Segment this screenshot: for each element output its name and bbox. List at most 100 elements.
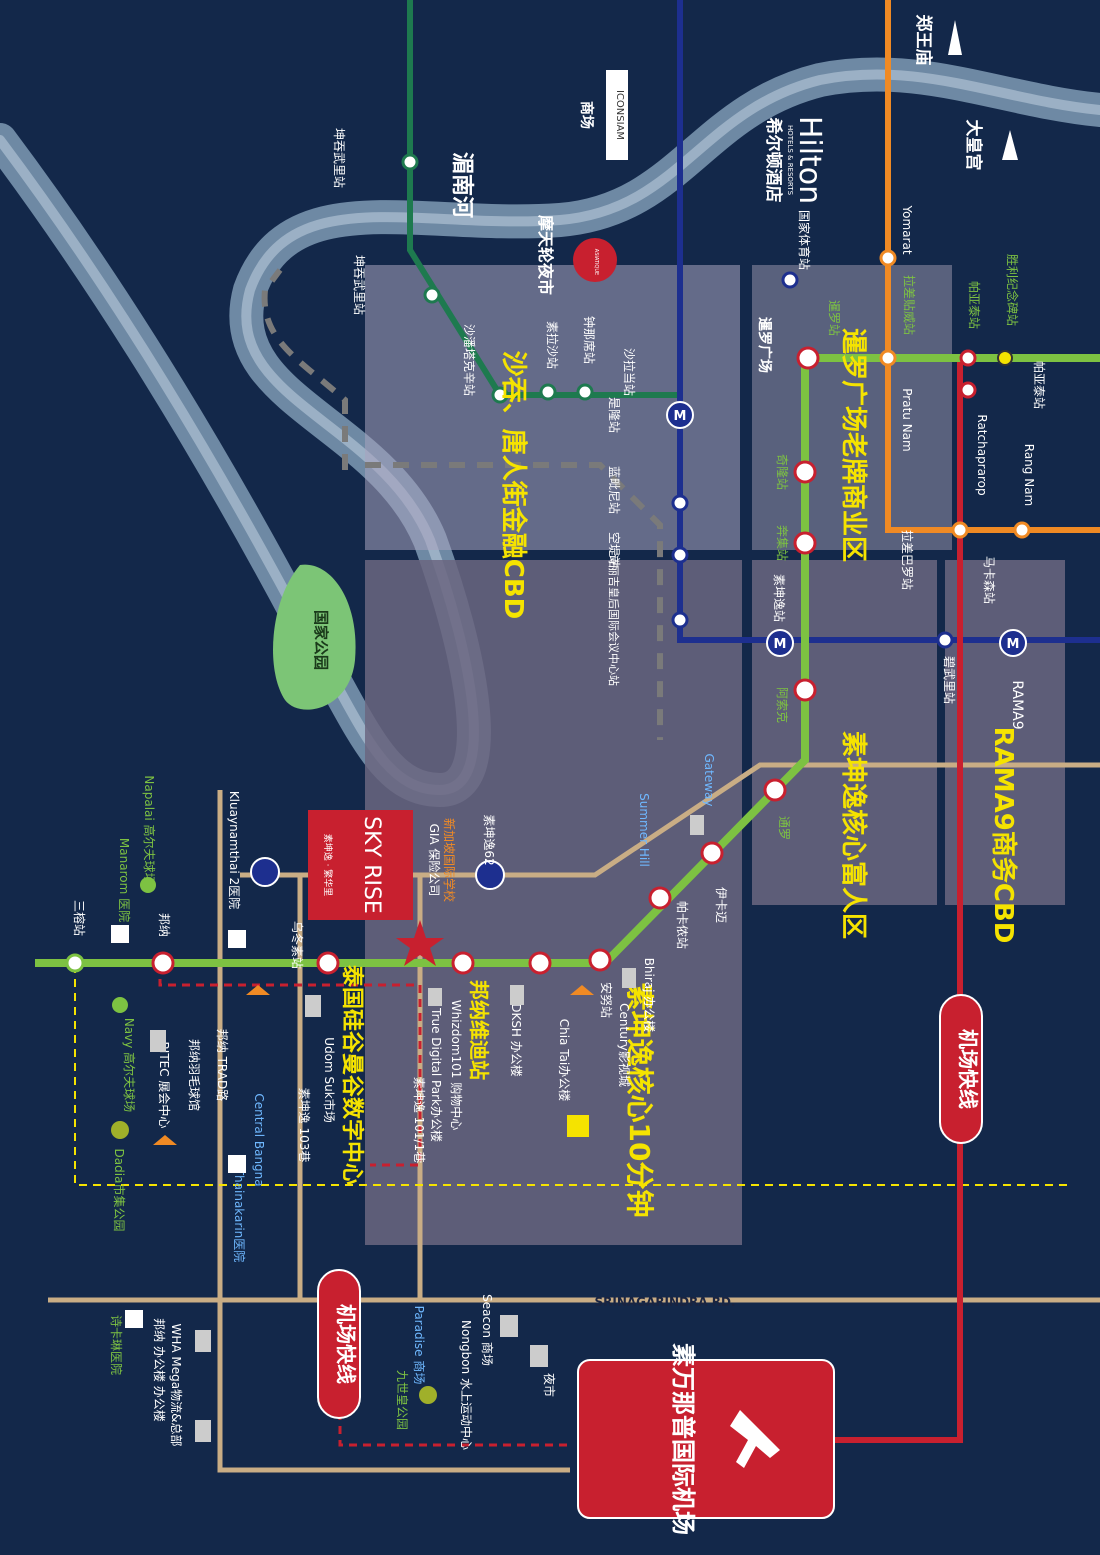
station-label: 诗丽吉皇后国际会议中心站 <box>607 554 621 686</box>
svg-text:M: M <box>674 409 687 424</box>
place-label: 素坤逸62 <box>482 814 497 865</box>
skyrise-sub: 素坤逸 · 繁华里 <box>322 834 334 897</box>
hilton-sub: HOTELS & RESORTS <box>786 125 794 196</box>
highway-exit-icons <box>250 857 505 890</box>
station-label: 阿索克 <box>775 687 789 723</box>
bts-green-line <box>35 354 1100 967</box>
river-label: 湄南河 <box>449 152 474 218</box>
plane-icon <box>730 1410 780 1468</box>
station-dot <box>879 249 897 267</box>
skyrise-logo: SKY RISE <box>359 816 384 914</box>
hospital-icon <box>228 1155 246 1173</box>
airport-label: 素万那普国际机场 <box>669 1343 697 1535</box>
station-label: 胜利纪念碑站 <box>1005 254 1020 326</box>
place-label: Paradise 商场 <box>412 1306 427 1385</box>
place-label: 素坤逸 101/1巷 <box>412 1077 427 1163</box>
building-icon <box>195 1330 211 1352</box>
tree-icon <box>419 1386 437 1404</box>
airport-line-pill-2 <box>317 1269 361 1419</box>
silom-district-title: 沙吞、唐人街金融CBD <box>498 351 529 619</box>
station-dot <box>65 953 85 973</box>
grand-palace-label: 大皇宫 <box>963 120 984 171</box>
hilton-cn-label: 希尔顿酒店 <box>763 118 784 203</box>
station-label: 沙潘塔克辛站 <box>462 324 476 396</box>
station-markers <box>65 153 1031 973</box>
station-label: 素坤逸站 <box>772 574 787 622</box>
station-label: 素拉沙站 <box>545 321 560 369</box>
asiatique-label: 摩天轮夜市 <box>536 215 555 295</box>
place-label: True Digital Park办公楼 <box>429 1007 444 1142</box>
airport-line-pill <box>939 994 983 1144</box>
iconsiam-label: 商场 <box>578 101 595 129</box>
building-icon <box>428 988 442 1006</box>
bts-station-icon <box>451 951 475 975</box>
station-label: 伊卡迈 <box>714 887 728 923</box>
temple-of-dawn-label: 郑王庙 <box>913 15 934 66</box>
station-dot <box>491 386 509 404</box>
place-label: Gateway <box>702 753 716 806</box>
station-label: 坤吞武里站 <box>332 128 347 188</box>
bts-station-icon <box>648 886 672 910</box>
station-label: 沙拉当站 <box>622 348 637 396</box>
supermarket-icon <box>567 1115 589 1137</box>
airport-line-label: 机场快线 <box>956 1029 980 1109</box>
bts-station-icon <box>793 460 817 484</box>
bts-station-icon <box>700 841 724 865</box>
station-label: 国家体育站 <box>797 210 812 270</box>
station-dot <box>401 153 419 171</box>
asiatique-logo <box>573 238 617 282</box>
highway-exit-icon <box>475 860 505 890</box>
zone-bangna <box>365 560 742 1245</box>
place-label: Seacon 商场 <box>480 1294 495 1366</box>
bangna-station-title: 邦纳维迪站 <box>467 980 491 1080</box>
airport-line-label-2: 机场快线 <box>334 1304 358 1384</box>
place-label: 素坤逸 103巷 <box>297 1088 312 1163</box>
school-icon <box>246 985 270 995</box>
station-label: 帕亚泰站 <box>967 281 982 329</box>
place-label: Kluaynamthai 2医院 <box>227 791 241 909</box>
station-label: 拉差贴威站 <box>902 275 917 335</box>
place-label: DKSH 办公楼 <box>509 1003 524 1077</box>
station-label: 空堤站 <box>607 532 621 568</box>
place-label: WHA Mega物流&总部 <box>169 1324 184 1447</box>
station-label: 蓝毗尼站 <box>607 466 621 514</box>
hospital-icon <box>125 1310 143 1328</box>
station-label: Pratu Nam <box>900 388 914 451</box>
building-icon <box>500 1315 518 1337</box>
station-dot <box>879 349 897 367</box>
star-icon <box>396 920 444 966</box>
building-icon <box>690 815 704 835</box>
place-label: Summer Hill <box>637 793 651 867</box>
station-label: 马卡森站 <box>982 556 997 604</box>
svg-text:M: M <box>774 637 787 652</box>
station-label: Rang Nam <box>1022 444 1036 506</box>
place-label: 新加坡国际学校 <box>442 818 457 902</box>
place-label: 夜市 <box>542 1373 557 1397</box>
tree-icon <box>111 1121 129 1139</box>
place-label: Napalai 高尔夫球场 <box>142 775 157 884</box>
poi-icons <box>111 815 704 1442</box>
building-icon <box>510 985 524 1005</box>
place-label: 九世皇公园 <box>395 1370 409 1430</box>
sukhumvit-core-title: 素坤逸核心10分钟 <box>623 983 656 1218</box>
airport-rail-link <box>835 355 963 1443</box>
place-label: 邦纳 TRAD路 <box>215 1029 230 1101</box>
rama9-district-title: RAMA9商务CBD <box>988 727 1019 944</box>
mrt-station-icon <box>666 401 694 429</box>
station-dot <box>671 546 689 564</box>
hilton-logo: Hilton <box>792 116 827 204</box>
station-label: 暹罗站 <box>827 300 841 336</box>
station-dot <box>423 286 441 304</box>
roads <box>48 762 1100 1473</box>
golf-icon <box>112 997 128 1013</box>
station-dot <box>671 494 689 512</box>
zone-sukhumvit <box>752 560 937 905</box>
digital-hub-title: 泰国硅谷曼谷数字中心 <box>339 964 365 1185</box>
station-label: RAMA9 <box>1009 680 1025 729</box>
bts-station-icon <box>793 531 817 555</box>
place-label: 邦纳羽毛球馆 <box>187 1039 202 1111</box>
skyrise-marker <box>308 810 413 920</box>
bts-station-icon <box>796 346 820 370</box>
temple-icon <box>948 20 962 55</box>
